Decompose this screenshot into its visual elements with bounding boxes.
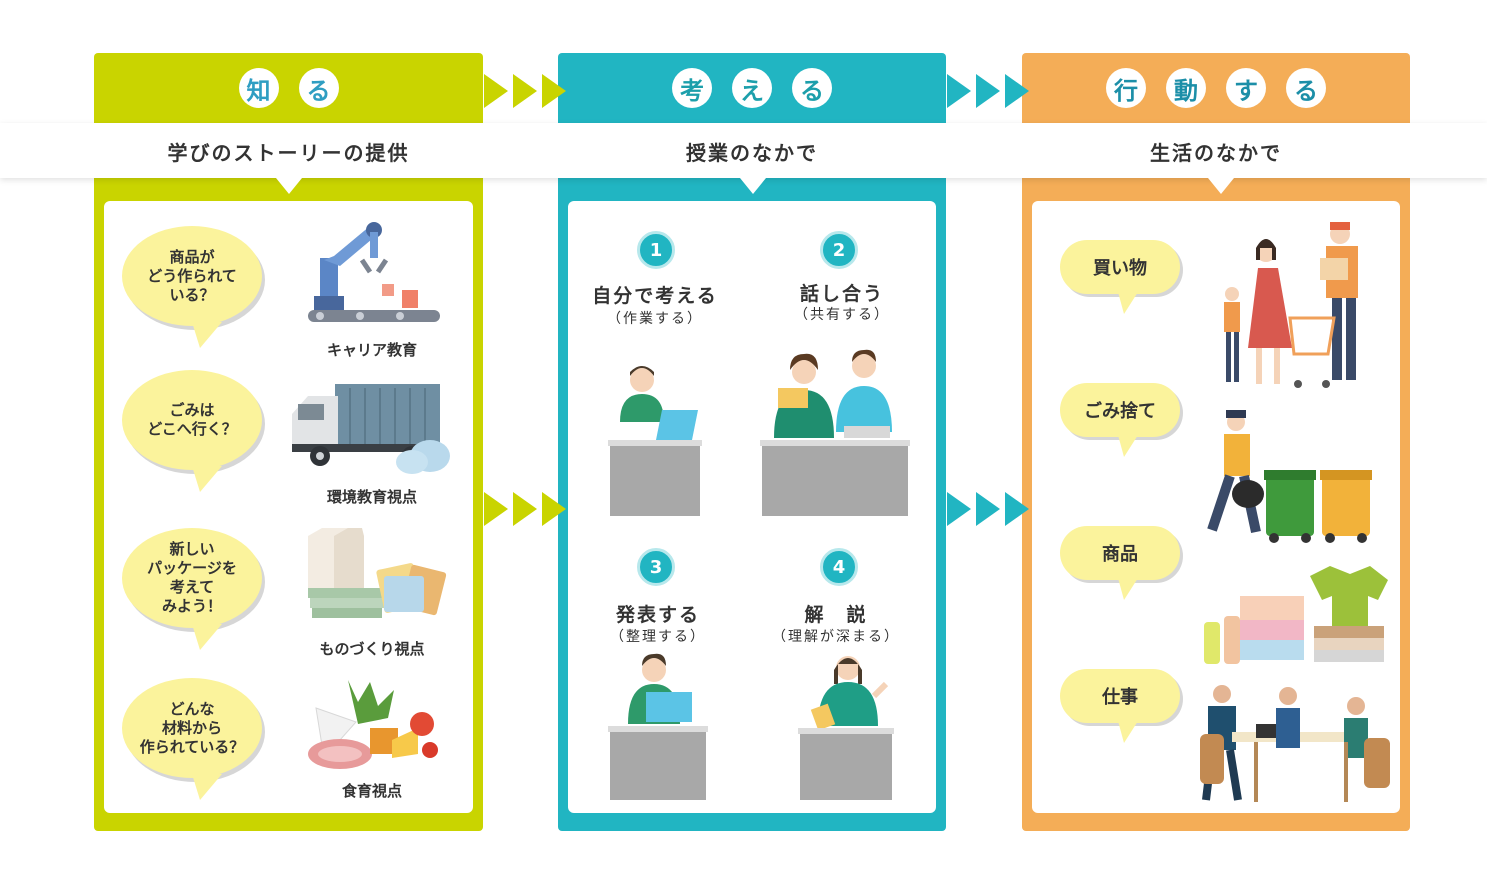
band-pointer <box>740 178 766 194</box>
act-header-char: る <box>1286 68 1326 108</box>
products-icon <box>1204 566 1388 664</box>
trash-disposal-icon <box>1207 410 1372 543</box>
think-header-char: 考 <box>672 68 712 108</box>
act-header: 行 動 す る <box>1022 53 1410 123</box>
step-subtitle: （共有する） <box>794 307 890 323</box>
subtitle-band <box>0 123 1487 178</box>
flow-arrows-mid-1 <box>484 492 571 526</box>
know-header-char: 知 <box>238 68 279 108</box>
shopping-family-icon <box>1224 222 1358 388</box>
step-subtitle: （作業する） <box>607 311 703 327</box>
think-subtitle: 授業のなかで <box>686 141 818 165</box>
question-bubble: 新しい パッケージを 考えて みよう！ <box>122 528 262 650</box>
act-subtitle: 生活のなかで <box>1150 141 1282 165</box>
step-subtitle: （理解が深まる） <box>772 629 900 645</box>
flow-arrows-top-2 <box>947 74 1034 108</box>
life-scene-pill: ごみ捨て <box>1060 383 1180 457</box>
act-header-char: 行 <box>1106 68 1146 108</box>
student-presenting-icon <box>608 653 708 800</box>
life-scene-pill: 商品 <box>1060 526 1180 600</box>
know-subtitle: 学びのストーリーの提供 <box>167 141 410 165</box>
think-header-char: え <box>732 68 772 108</box>
know-caption: 環境教育視点 <box>326 488 417 506</box>
step-subtitle: （整理する） <box>610 629 706 645</box>
think-header: 考 え る <box>558 53 946 123</box>
teacher-explaining-icon <box>798 656 894 800</box>
step-number-badge: 4 <box>820 548 858 586</box>
know-caption: キャリア教育 <box>326 341 417 359</box>
think-header-char: る <box>792 68 832 108</box>
step-number-badge: 3 <box>637 548 675 586</box>
packaging-icon <box>308 528 447 618</box>
flow-arrows-top-1 <box>484 74 571 108</box>
question-bubble: 商品が どう作られて いる？ <box>122 226 262 348</box>
robot-arm-icon <box>308 222 440 322</box>
know-caption: ものづくり視点 <box>319 640 425 658</box>
question-bubble: どんな 材料から 作られている？ <box>122 678 262 800</box>
garbage-truck-icon <box>292 384 450 474</box>
life-scene-pill: 仕事 <box>1060 669 1180 743</box>
flow-arrows-mid-2 <box>947 492 1034 526</box>
step-title: 解 説 <box>804 604 868 626</box>
step-title: 発表する <box>615 604 700 626</box>
students-discussing-icon <box>760 349 910 516</box>
band-pointer <box>1208 178 1234 194</box>
act-header-char: す <box>1226 68 1266 108</box>
life-scene-pill: 買い物 <box>1060 240 1180 314</box>
step-number-badge: 1 <box>637 231 675 269</box>
band-pointer <box>276 178 302 194</box>
food-icon <box>308 680 438 769</box>
step-title: 話し合う <box>799 283 884 305</box>
act-header-char: 動 <box>1166 68 1206 108</box>
know-header-char: る <box>298 68 339 108</box>
question-bubble: ごみは どこへ行く？ <box>122 370 262 492</box>
know-header: 知 る <box>94 53 483 123</box>
step-number-badge: 2 <box>820 231 858 269</box>
step-title: 自分で考える <box>592 285 718 307</box>
student-laptop-icon <box>608 366 702 516</box>
work-meeting-icon <box>1200 685 1390 802</box>
know-caption: 食育視点 <box>341 782 402 800</box>
